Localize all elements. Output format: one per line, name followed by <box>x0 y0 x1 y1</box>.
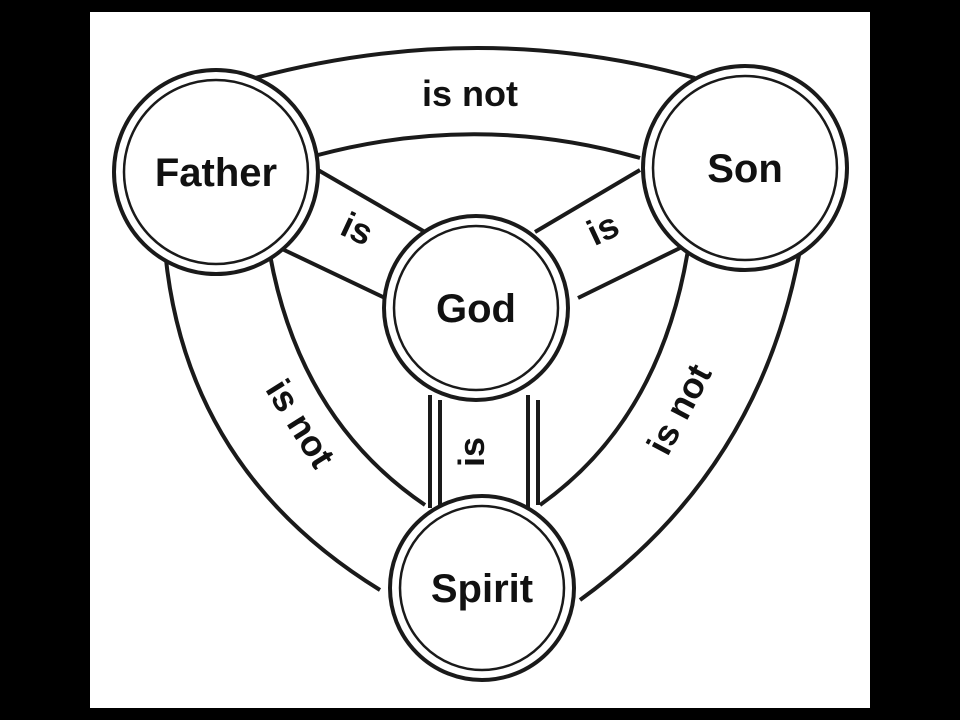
band-father-son <box>254 46 696 160</box>
edge-son-god-label: is <box>580 204 625 254</box>
band-father-spirit <box>163 249 427 592</box>
node-father-label: Father <box>155 151 277 195</box>
edge-father-spirit-label: is not <box>258 372 344 475</box>
band-son-spirit <box>538 249 802 602</box>
spoke-spirit-god <box>428 395 540 508</box>
node-god-label: God <box>436 287 516 331</box>
edge-father-god-label: is <box>335 204 380 254</box>
node-spirit-label: Spirit <box>431 567 533 611</box>
node-god: God <box>382 214 570 402</box>
node-father: Father <box>112 68 320 276</box>
spoke-son-god <box>533 168 681 300</box>
node-spirit: Spirit <box>388 494 576 682</box>
edge-father-son-label: is not <box>422 73 518 114</box>
node-son-label: Son <box>707 147 783 191</box>
node-son: Son <box>641 64 849 272</box>
spoke-father-god <box>279 168 427 300</box>
edge-spirit-god-label: is <box>451 437 492 467</box>
